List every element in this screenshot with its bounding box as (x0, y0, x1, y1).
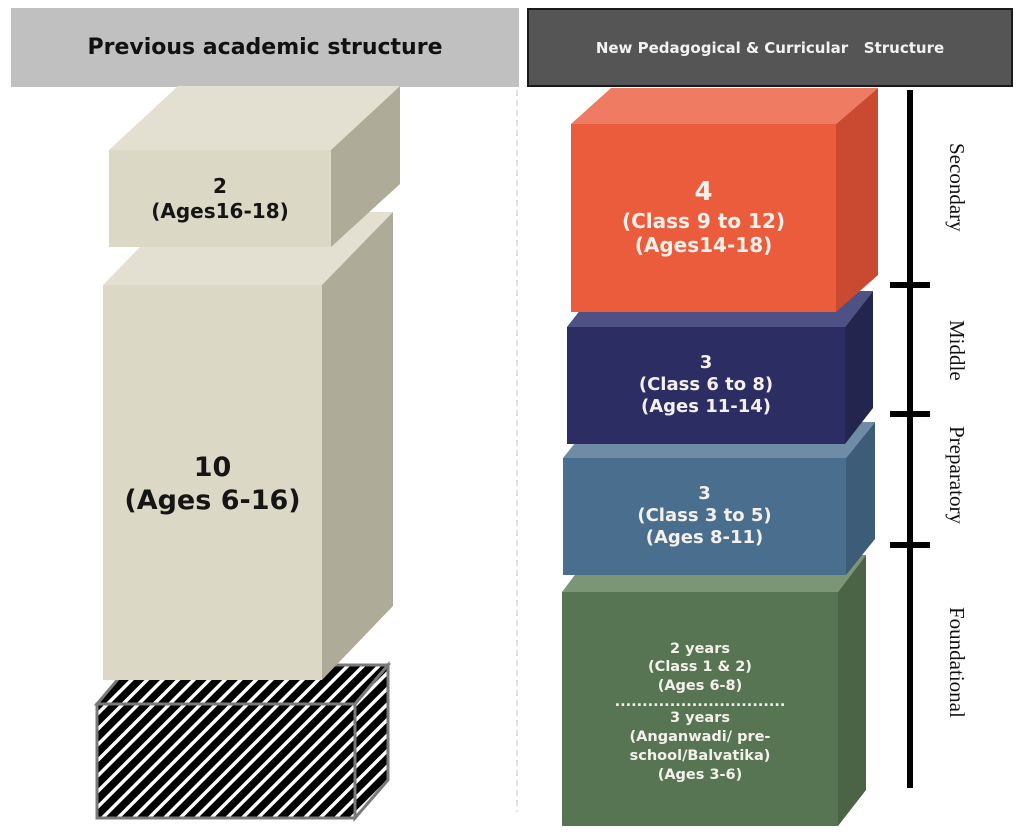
new-years: 3 (698, 483, 711, 505)
new-years: 4 (694, 177, 713, 208)
prev-label-10: 10 (Ages 6-16) (103, 430, 322, 540)
prev-block-2 (109, 86, 400, 247)
new-ages: (Ages 6-8) (657, 678, 743, 695)
separator: ............................... (614, 694, 786, 711)
new-label-secondary: 4 (Class 9 to 12) (Ages14-18) (571, 160, 836, 275)
new-classes: (Class 1 & 2) (648, 659, 752, 676)
previous-structure-header: Previous academic structure (11, 8, 519, 87)
new-classes: (Class 6 to 8) (638, 374, 774, 396)
new-classes: (Class 3 to 5) (637, 505, 772, 527)
prev-block-base (93, 660, 392, 823)
new-label-foundational: 2 years (Class 1 & 2) (Ages 6-8) .......… (562, 622, 838, 802)
stage-label-foundational: Foundational (945, 607, 969, 718)
new-years: 3 years (670, 710, 730, 727)
new-years: 2 years (670, 640, 730, 657)
new-ages: (Ages 11-14) (640, 395, 772, 417)
new-structure-header: New Pedagogical & Curricular Structure (527, 8, 1013, 87)
prev-ages: (Ages 6-16) (124, 485, 301, 516)
stage-label-secondary: Secondary (945, 143, 969, 232)
new-ages: (Ages 3-6) (657, 766, 743, 783)
new-years: 3 (699, 352, 713, 374)
new-block-preparatory (563, 422, 875, 575)
new-block-secondary (571, 88, 878, 312)
prev-ages: (Ages16-18) (151, 198, 289, 223)
new-ages: (Ages 8-11) (645, 526, 764, 548)
stage-label-middle: Middle (945, 320, 969, 381)
new-detail: (Anganwadi/ pre- (629, 728, 771, 745)
prev-years: 10 (193, 452, 232, 484)
new-label-middle: 3 (Class 6 to 8) (Ages 11-14) (567, 335, 845, 435)
stage-label-preparatory: Preparatory (945, 426, 969, 524)
new-detail: school/Balvatika) (629, 747, 771, 764)
prev-years: 2 (213, 174, 227, 199)
new-classes: (Class 9 to 12) (621, 208, 786, 233)
prev-block-10 (103, 212, 393, 680)
stage-axis (890, 90, 930, 788)
new-ages: (Ages14-18) (634, 233, 773, 258)
new-label-preparatory: 3 (Class 3 to 5) (Ages 8-11) (563, 466, 846, 566)
prev-label-2: 2 (Ages16-18) (109, 150, 331, 247)
